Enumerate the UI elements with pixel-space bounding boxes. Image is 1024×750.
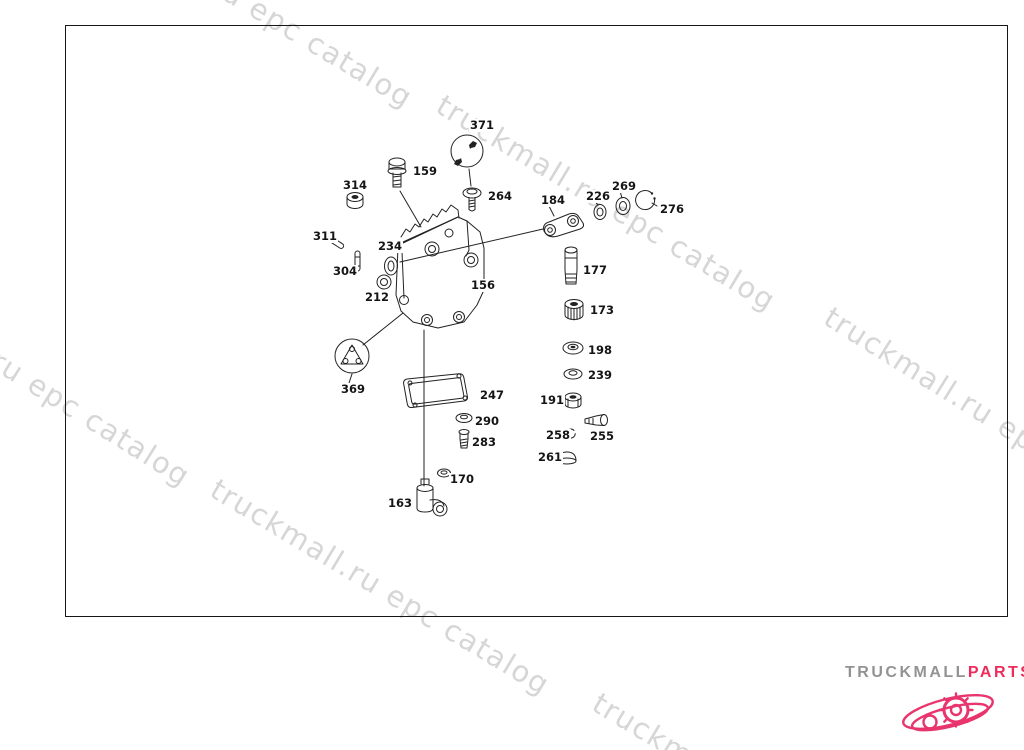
part-drawing-261-cap <box>557 451 577 465</box>
part-drawing-173-bushing <box>564 299 584 321</box>
part-drawing-283-screw <box>458 429 470 449</box>
part-drawing-212-ring <box>376 274 392 290</box>
leader-lines <box>348 168 658 487</box>
part-drawing-163-valve-body <box>416 478 448 517</box>
part-drawing-247-gasket <box>403 373 469 409</box>
part-drawing-311-pin <box>329 237 345 249</box>
logo-brand-text: TRUCKMALL <box>845 664 968 681</box>
part-drawing-264-screw <box>462 187 482 212</box>
part-drawing-156-housing <box>395 204 485 329</box>
part-drawing-177-cylinder <box>564 246 578 285</box>
part-drawing-159-bolt <box>387 157 407 188</box>
part-drawing-314-grommet <box>346 192 364 209</box>
gear-swoosh-icon <box>902 692 994 732</box>
logo-suffix-text: PARTS <box>967 664 1024 681</box>
diagram-frame <box>65 25 1008 617</box>
part-drawing-234-oring <box>384 256 398 276</box>
part-drawing-304-pin <box>354 250 361 272</box>
brand-logo: TRUCKMALLPARTS <box>845 664 1024 682</box>
part-drawing-170-washer <box>437 468 451 478</box>
part-drawing-371-tool-symbol <box>450 134 484 168</box>
part-drawing-255-bolt <box>584 414 608 426</box>
part-drawing-191-fitting <box>564 392 582 409</box>
part-drawing-269-ring <box>615 197 631 215</box>
part-drawing-276-snap-ring <box>635 190 656 211</box>
part-drawing-226-ring <box>593 204 607 220</box>
part-drawing-290-washer <box>455 413 473 423</box>
part-drawing-198-washer <box>562 341 584 355</box>
part-drawing-184-bracket <box>543 212 585 238</box>
part-drawing-369-cover-plate <box>334 338 370 374</box>
part-drawing-258-snap-ring <box>565 428 576 439</box>
part-drawing-239-washer <box>563 368 583 380</box>
